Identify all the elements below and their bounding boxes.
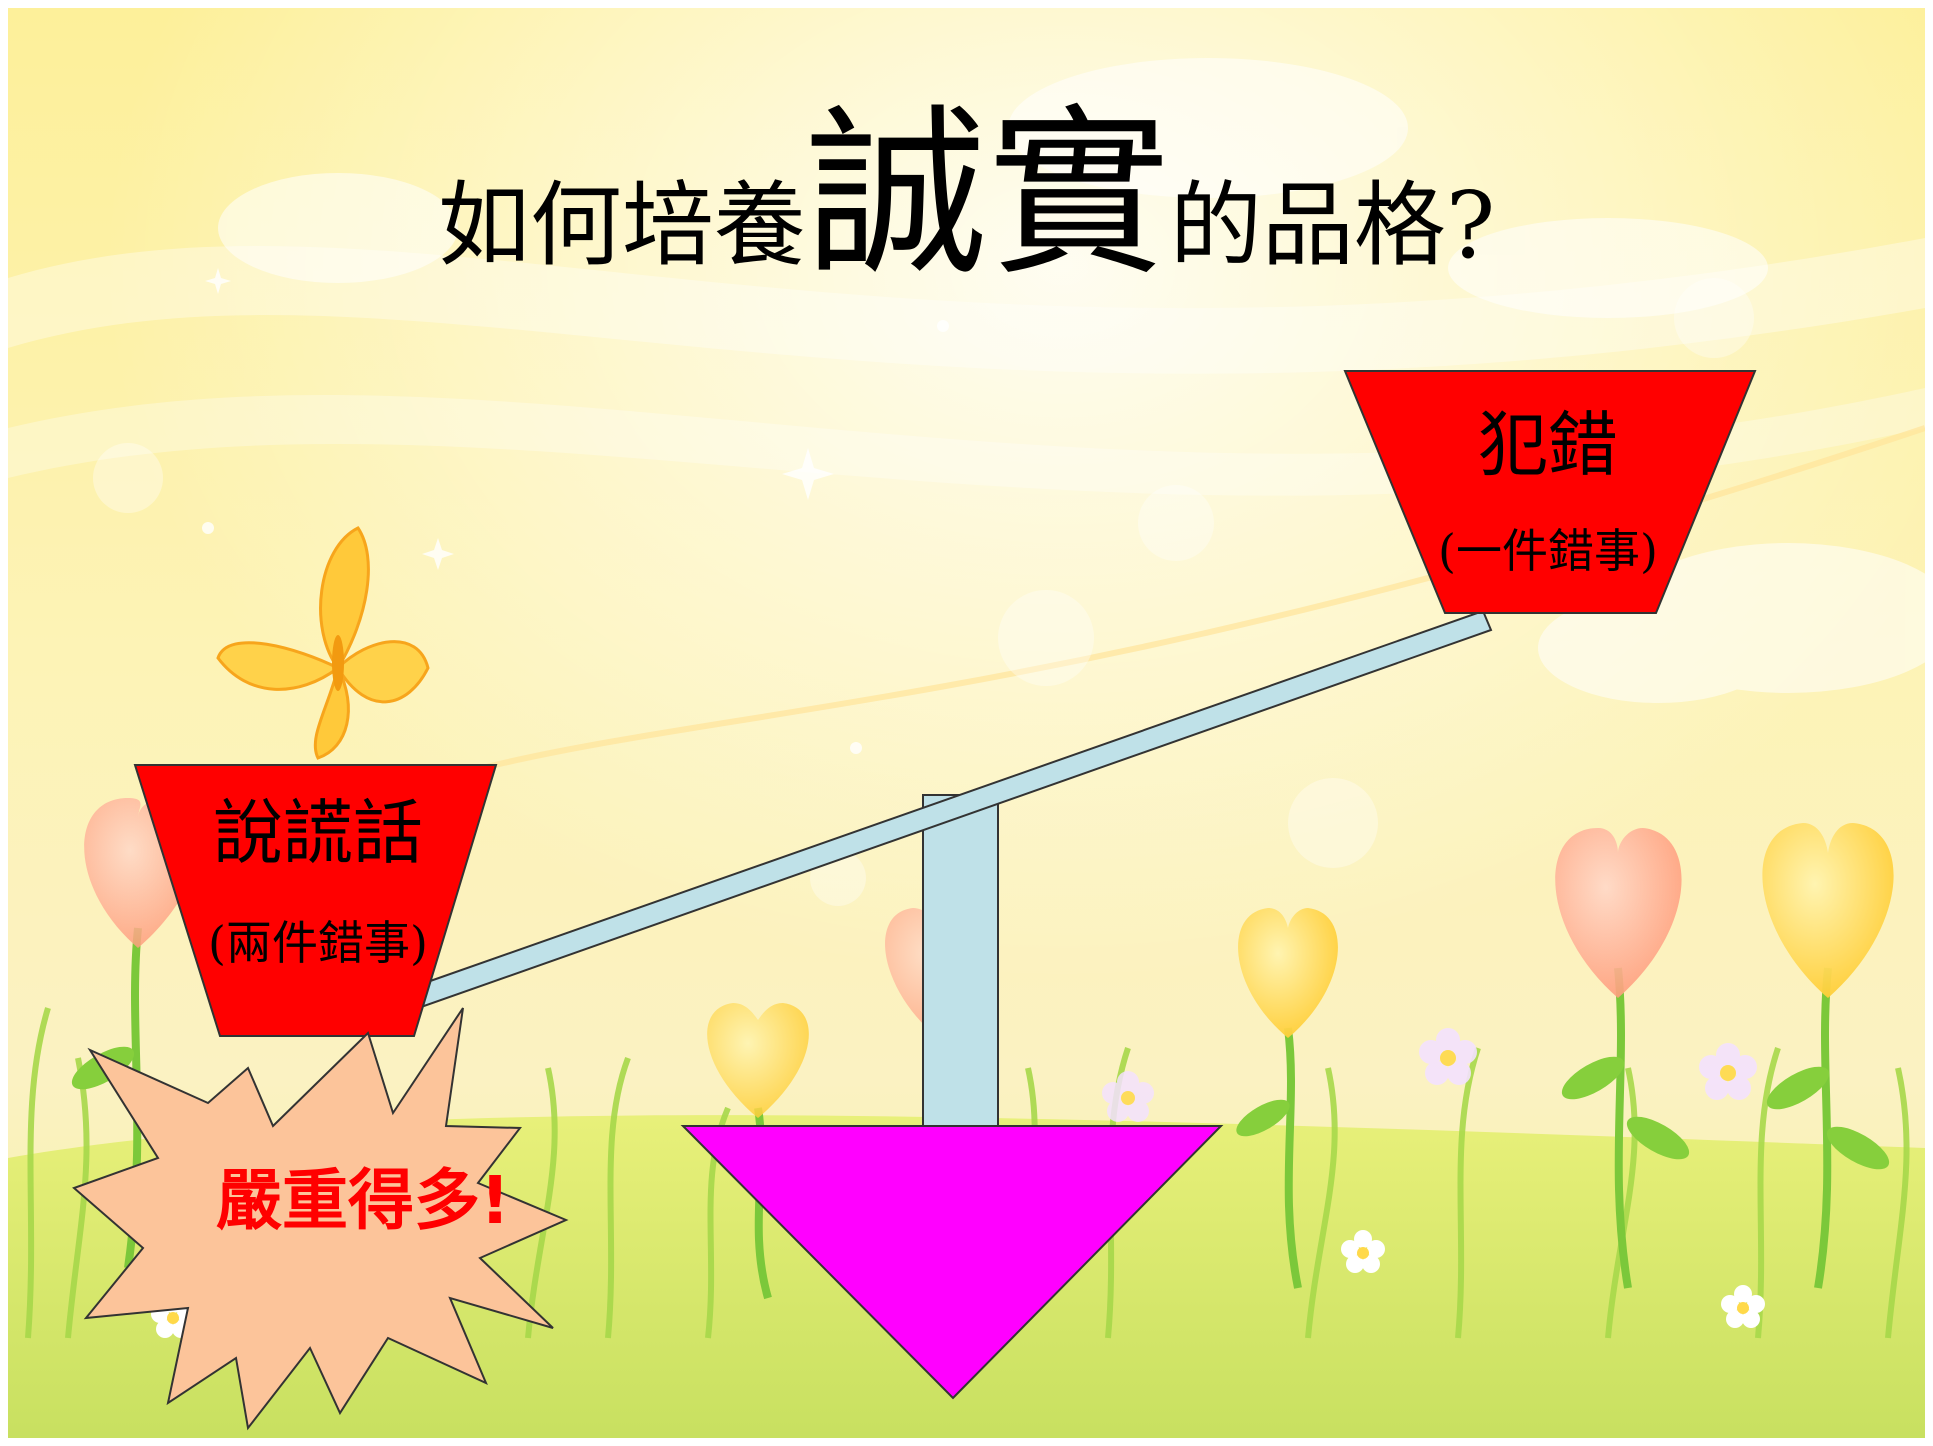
- title-emphasis: 誠實: [805, 88, 1170, 300]
- explosion-burst: [72, 1007, 569, 1431]
- slide-title: 如何培養誠實的品格?: [8, 103, 1925, 285]
- title-suffix: 的品格?: [1169, 172, 1496, 279]
- title-prefix: 如何培養: [437, 172, 806, 279]
- seesaw-diagram: [72, 370, 1757, 1431]
- left-cup: [133, 764, 498, 1037]
- fulcrum-triangle: [680, 1125, 1224, 1400]
- butterfly-icon: [216, 526, 430, 760]
- right-cup: [1343, 370, 1757, 614]
- daisy-icon: [151, 1028, 1765, 1338]
- fulcrum-post: [922, 794, 999, 1136]
- right-cup-sublabel: (一件錯事): [1438, 524, 1658, 578]
- right-cup-label: 犯錯: [1478, 404, 1618, 486]
- left-cup-sublabel: (兩件錯事): [208, 916, 428, 970]
- callout-text: 嚴重得多!: [216, 1162, 511, 1239]
- slide: 如何培養誠實的品格? 說謊話 (兩件錯事) 犯錯 (一件錯事) 嚴重得多!: [8, 8, 1925, 1438]
- sparkle-icon: [202, 268, 949, 754]
- left-cup-label: 說謊話: [213, 792, 423, 874]
